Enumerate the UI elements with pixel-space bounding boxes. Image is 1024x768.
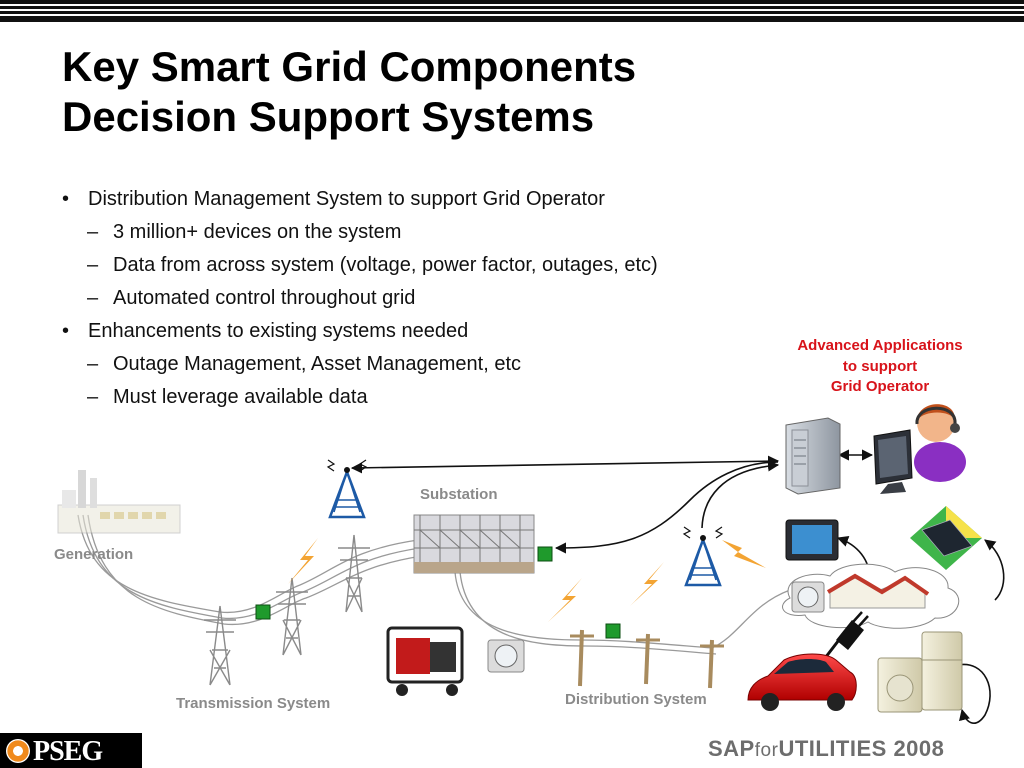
sub-bullet-item: –3 million+ devices on the system (87, 221, 402, 243)
bullet-list: •Distribution Management System to suppo… (60, 185, 780, 416)
smart-meter-icon (487, 639, 525, 673)
radio-tower-icon (682, 526, 724, 587)
sensor-node-icon (255, 604, 271, 620)
electric-car-icon (747, 653, 857, 711)
lightning-icon (722, 540, 766, 568)
lightning-icon (288, 538, 318, 584)
grid-operator-icon (914, 404, 966, 482)
substation-icon (413, 514, 535, 574)
advanced-applications-callout: Advanced Applications to support Grid Op… (797, 337, 963, 395)
pseg-logo: PSEG (0, 733, 142, 768)
sub-bullet-item: –Data from across system (voltage, power… (87, 254, 658, 276)
smart-meter-icon (791, 581, 825, 613)
sub-bullet-item: –Must leverage available data (87, 386, 368, 408)
sub-bullet-item: –Outage Management, Asset Management, et… (87, 353, 522, 375)
bullet-text: Distribution Management System to suppor… (88, 188, 605, 210)
bullet-item: •Enhancements to existing systems needed (62, 320, 469, 342)
bullet-text: Must leverage available data (113, 386, 368, 408)
top-bar (0, 0, 1024, 22)
bullet-text: Automated control throughout grid (113, 287, 416, 309)
transmission-tower-icon (338, 534, 370, 613)
generation-label: Generation (54, 546, 134, 563)
sap-for-utilities-logo: SAPforUTILITIES 2008 (708, 736, 945, 761)
title-line-1: Key Smart Grid Components (62, 43, 637, 90)
sensor-node-icon (605, 623, 621, 639)
monitor-icon (873, 429, 913, 494)
title-line-2: Decision Support Systems (62, 93, 595, 140)
bullet-text: Outage Management, Asset Management, etc (113, 353, 522, 375)
transmission-system-label: Transmission System (176, 695, 331, 712)
lightning-icon (548, 578, 582, 622)
server-icon (785, 417, 841, 495)
distribution-system-label: Distribution System (565, 691, 707, 708)
bullet-item: •Distribution Management System to suppo… (62, 188, 605, 210)
solar-panel-icon (910, 506, 982, 570)
utility-pole-icon (570, 629, 594, 687)
transmission-tower-icon (276, 577, 308, 656)
substation-label: Substation (420, 486, 498, 503)
sun-icon (6, 739, 30, 763)
sensor-node-icon (537, 546, 553, 562)
slide-title: Key Smart Grid Components Decision Suppo… (62, 42, 962, 142)
utility-pole-icon (700, 639, 724, 689)
appliances-icon (877, 631, 963, 713)
power-lines (77, 514, 791, 655)
communication-lines (350, 449, 1005, 724)
utility-pole-icon (636, 633, 660, 685)
sub-bullet-item: –Automated control throughout grid (87, 287, 416, 309)
generator-icon (386, 626, 464, 696)
pseg-logo-text: PSEG (33, 736, 103, 767)
radio-tower-icon (326, 459, 368, 519)
lightning-icon (630, 562, 664, 606)
bullet-text: Data from across system (voltage, power … (113, 254, 658, 276)
power-plant-icon (57, 470, 181, 534)
transmission-tower-icon (204, 605, 236, 686)
bullet-text: 3 million+ devices on the system (113, 221, 402, 243)
television-icon (785, 519, 839, 561)
bullet-text: Enhancements to existing systems needed (88, 320, 469, 342)
house-icon (782, 563, 960, 629)
